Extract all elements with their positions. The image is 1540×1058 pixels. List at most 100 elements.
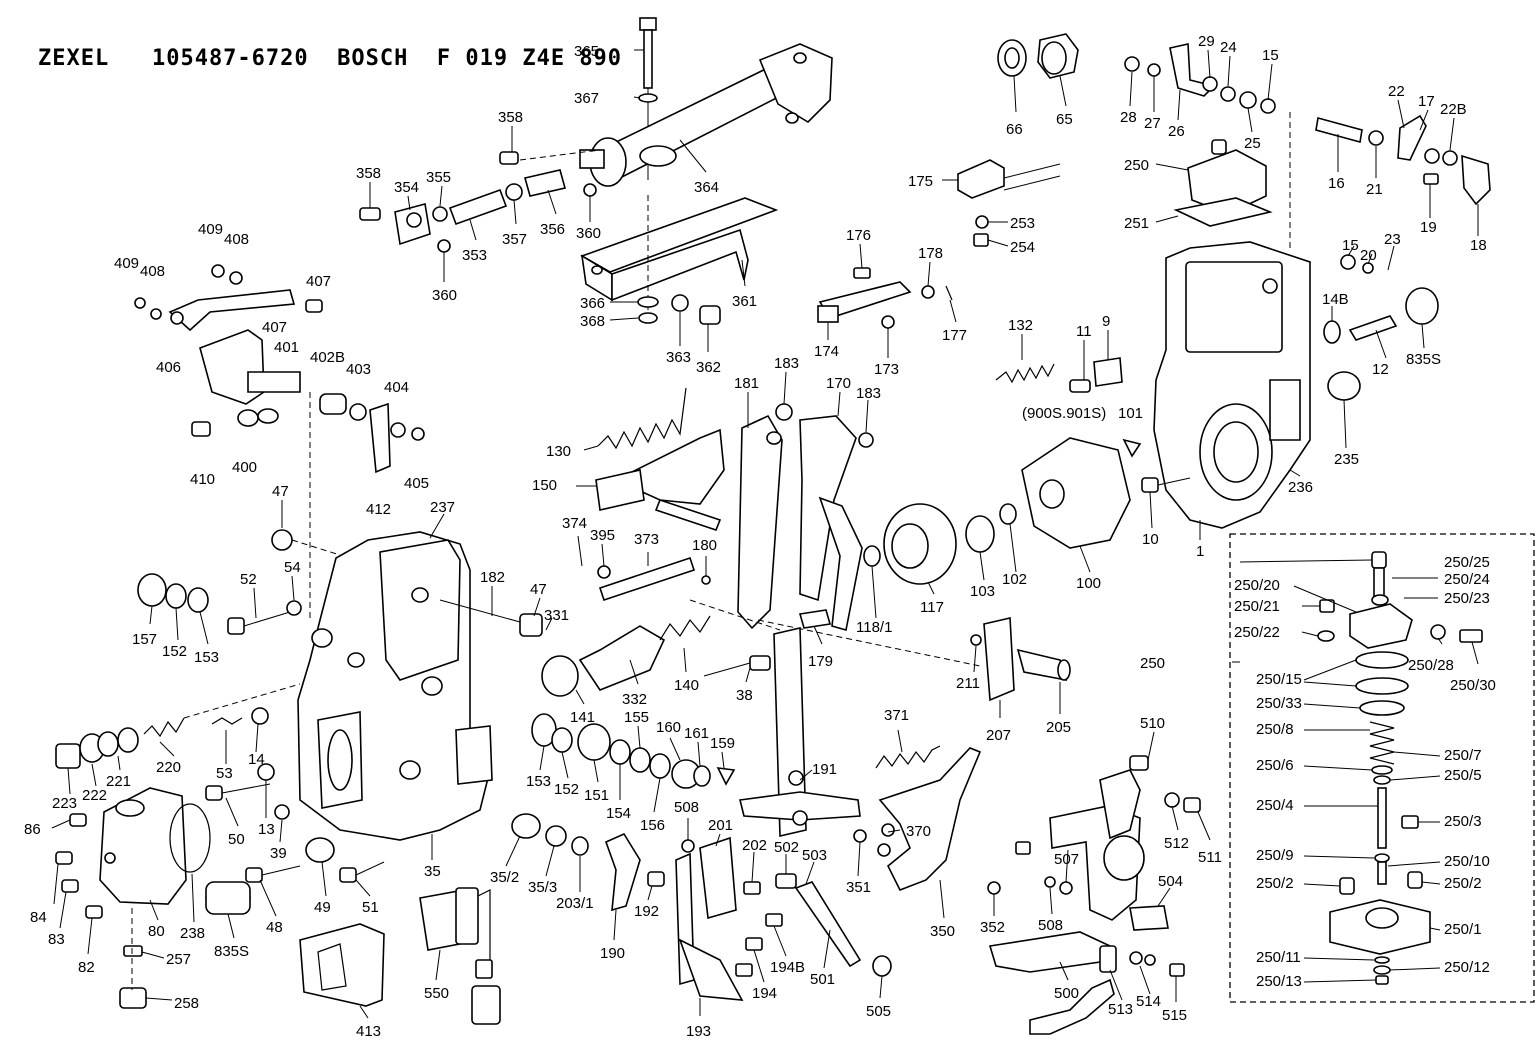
label-513: 513 bbox=[1108, 1001, 1133, 1018]
label-408: 408 bbox=[224, 231, 249, 248]
label-500: 500 bbox=[1054, 985, 1079, 1002]
label-257: 257 bbox=[166, 951, 191, 968]
label-236: 236 bbox=[1288, 479, 1313, 496]
governor-housing-237-drawing bbox=[271, 529, 543, 841]
label-250-24: 250/24 bbox=[1444, 571, 1490, 588]
label-250-6: 250/6 bbox=[1256, 757, 1294, 774]
label-178: 178 bbox=[918, 245, 943, 262]
label-12: 12 bbox=[1372, 361, 1389, 378]
left-plugs-drawing bbox=[55, 573, 302, 769]
label-514: 514 bbox=[1136, 993, 1161, 1010]
label-22B: 22B bbox=[1440, 101, 1467, 118]
label-395: 395 bbox=[590, 527, 615, 544]
label-53: 53 bbox=[216, 765, 233, 782]
linkage-191-350-drawing bbox=[739, 627, 1031, 895]
label-502: 502 bbox=[774, 839, 799, 856]
bracket-500-drawing bbox=[988, 755, 1201, 1035]
label-174: 174 bbox=[814, 343, 839, 360]
label-371: 371 bbox=[884, 707, 909, 724]
label-35: 35 bbox=[424, 863, 441, 880]
label-28: 28 bbox=[1120, 109, 1137, 126]
label-550: 550 bbox=[424, 985, 449, 1002]
label-1: 1 bbox=[1196, 543, 1204, 560]
lever-400-412-drawing bbox=[134, 264, 425, 620]
label-10: 10 bbox=[1142, 531, 1159, 548]
levers-170-181-drawing bbox=[689, 403, 981, 667]
label-54: 54 bbox=[284, 559, 301, 576]
cover-80-drawing bbox=[55, 787, 251, 1009]
label-47: 47 bbox=[530, 581, 547, 598]
label-250-2: 250/2 bbox=[1444, 875, 1482, 892]
label-835S: 835S bbox=[1406, 351, 1441, 368]
label-84: 84 bbox=[30, 909, 47, 926]
bracket-361-drawing bbox=[580, 195, 779, 325]
label-250-9: 250/9 bbox=[1256, 847, 1294, 864]
label-152: 152 bbox=[162, 643, 187, 660]
label-510: 510 bbox=[1140, 715, 1165, 732]
label-353: 353 bbox=[462, 247, 487, 264]
label-355: 355 bbox=[426, 169, 451, 186]
label-153: 153 bbox=[194, 649, 219, 666]
label-205: 205 bbox=[1046, 719, 1071, 736]
label-407: 407 bbox=[306, 273, 331, 290]
label-157: 157 bbox=[132, 631, 157, 648]
label-250-21: 250/21 bbox=[1234, 598, 1280, 615]
label-51: 51 bbox=[362, 899, 379, 916]
label-354: 354 bbox=[394, 179, 419, 196]
spring-132-drawing bbox=[995, 357, 1142, 458]
label-409: 409 bbox=[114, 255, 139, 272]
label-357: 357 bbox=[502, 231, 527, 248]
label-140: 140 bbox=[674, 677, 699, 694]
label-181: 181 bbox=[734, 375, 759, 392]
label-511: 511 bbox=[1198, 849, 1222, 866]
label-254: 254 bbox=[1010, 239, 1035, 256]
label-173: 173 bbox=[874, 361, 899, 378]
leader-lines bbox=[51, 49, 1479, 1019]
label-17: 17 bbox=[1418, 93, 1435, 110]
label-409: 409 bbox=[198, 221, 223, 238]
label-27: 27 bbox=[1144, 115, 1161, 132]
label-360: 360 bbox=[576, 225, 601, 242]
label-141: 141 bbox=[570, 709, 595, 726]
kit-250-box bbox=[1229, 533, 1535, 1003]
label-65: 65 bbox=[1056, 111, 1073, 128]
label-24: 24 bbox=[1220, 39, 1237, 56]
label-900S-901S: (900S.901S) bbox=[1022, 405, 1106, 422]
label-253: 253 bbox=[1010, 215, 1035, 232]
diagram-title: ZEXEL 105487-6720 BOSCH F 019 Z4E 890 bbox=[38, 46, 623, 71]
label-404: 404 bbox=[384, 379, 409, 396]
solenoid-550-drawing bbox=[299, 887, 501, 1025]
label-102: 102 bbox=[1002, 571, 1027, 588]
label-408: 408 bbox=[140, 263, 165, 280]
housing-cover-250-drawing bbox=[1124, 43, 1491, 227]
label-220: 220 bbox=[156, 759, 181, 776]
cylinder-364-drawing bbox=[579, 17, 833, 187]
label-251: 251 bbox=[1124, 215, 1149, 232]
label-331: 331 bbox=[544, 607, 569, 624]
label-66: 66 bbox=[1006, 121, 1023, 138]
label-250-2: 250/2 bbox=[1256, 875, 1294, 892]
label-192: 192 bbox=[634, 903, 659, 920]
label-26: 26 bbox=[1168, 123, 1185, 140]
label-373: 373 bbox=[634, 531, 659, 548]
label-191: 191 bbox=[812, 761, 837, 778]
label-356: 356 bbox=[540, 221, 565, 238]
label-250-10: 250/10 bbox=[1444, 853, 1490, 870]
label-207: 207 bbox=[986, 727, 1011, 744]
label-512: 512 bbox=[1164, 835, 1189, 852]
label-170: 170 bbox=[826, 375, 851, 392]
label-130: 130 bbox=[546, 443, 571, 460]
label-150: 150 bbox=[532, 477, 557, 494]
label-401: 401 bbox=[274, 339, 299, 356]
label-370: 370 bbox=[906, 823, 931, 840]
label-23: 23 bbox=[1384, 231, 1401, 248]
label-250-13: 250/13 bbox=[1256, 973, 1302, 990]
label-222: 222 bbox=[82, 787, 107, 804]
label-183: 183 bbox=[774, 355, 799, 372]
label-223: 223 bbox=[52, 795, 77, 812]
label-407: 407 bbox=[262, 319, 287, 336]
part-labels: 365 367 358 358 354 355 353 357 356 360 … bbox=[24, 33, 1496, 1040]
label-350: 350 bbox=[930, 923, 955, 940]
label-14B: 14B bbox=[1322, 291, 1349, 308]
label-47: 47 bbox=[272, 483, 289, 500]
